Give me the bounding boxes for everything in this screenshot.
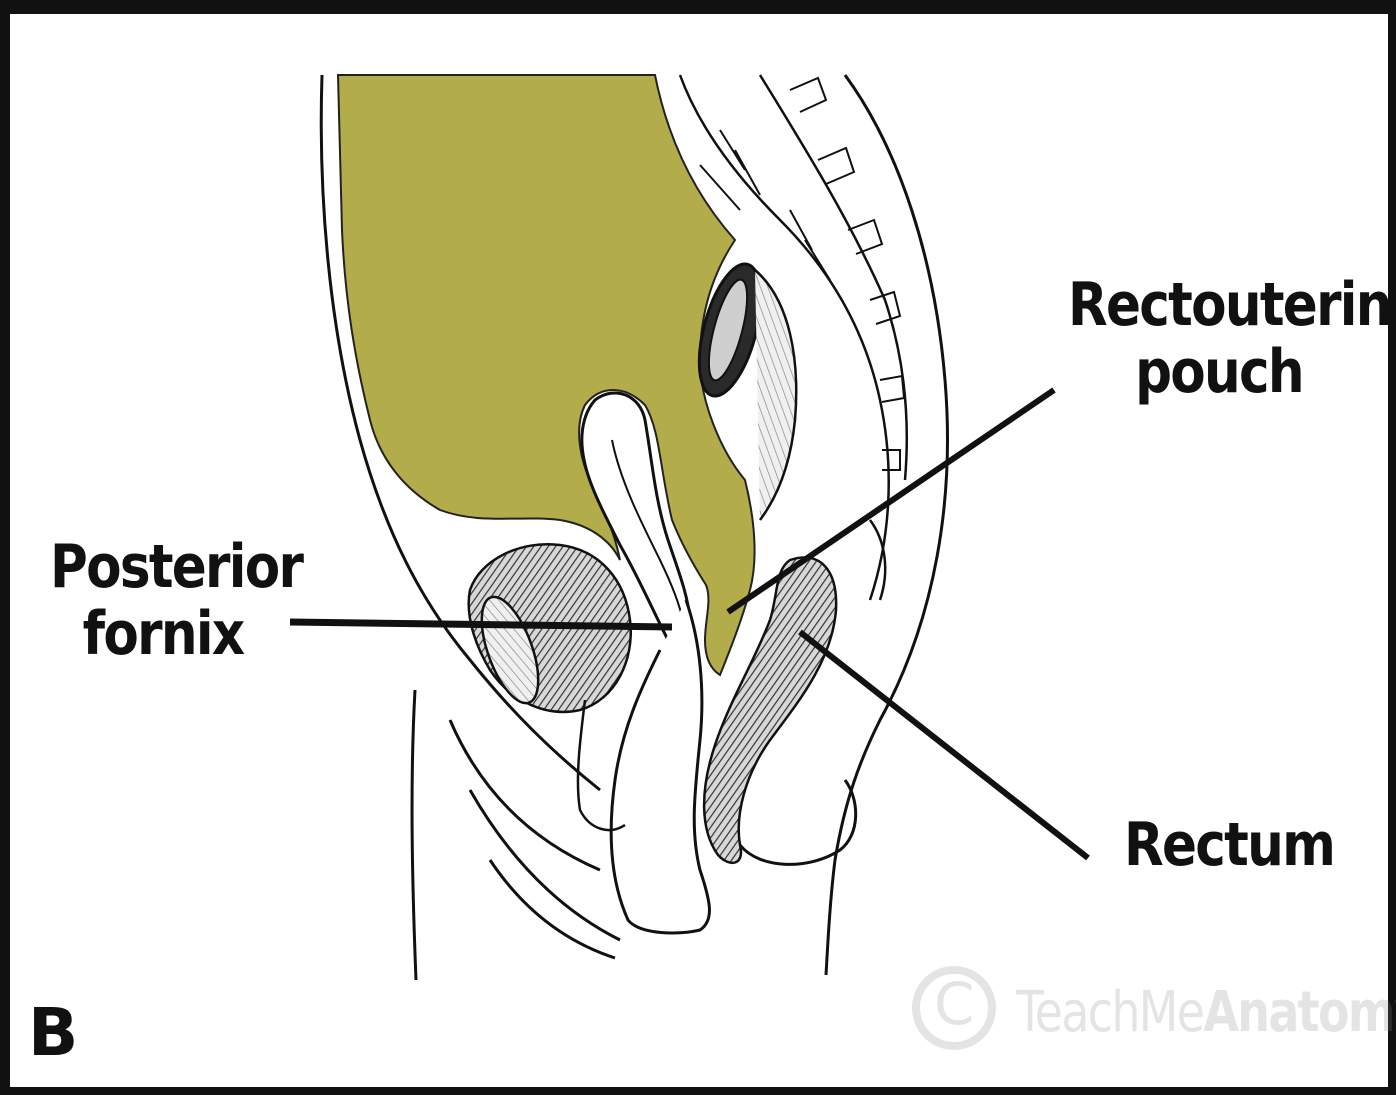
watermark-text-bold: Anatomy <box>1203 980 1396 1045</box>
posterior-fornix-label-line2: fornix <box>50 601 302 668</box>
anterior-wall-lower <box>412 690 416 980</box>
sacral-segment-1 <box>790 78 826 112</box>
teachmeanatomy-watermark: C TeachMeAnatomy <box>912 960 1382 1080</box>
panel-letter: B <box>28 1000 78 1066</box>
watermark-text-light: TeachMe <box>1016 980 1203 1045</box>
sacral-segment-3 <box>848 220 882 254</box>
perineum-curve-3 <box>490 860 615 958</box>
sigmoid-mesentery <box>755 270 796 520</box>
rectouterine-label-line2: pouch <box>1068 339 1396 406</box>
rectouterine-pouch-label: Rectouterine pouch <box>1068 272 1396 406</box>
sacral-segment-6 <box>882 450 900 470</box>
rectouterine-label-line1: Rectouterine <box>1068 272 1396 339</box>
coccyx <box>870 520 885 600</box>
rectum-label-text: Rectum <box>1124 812 1334 879</box>
rectum-label: Rectum <box>1124 812 1334 879</box>
watermark-text: TeachMeAnatomy <box>1016 980 1396 1045</box>
posterior-fornix-label-line1: Posterior <box>50 534 302 601</box>
watermark-symbol: C <box>934 970 975 1038</box>
anal-canal <box>740 780 856 864</box>
sacral-segment-4 <box>870 292 900 324</box>
sacral-segment-5 <box>880 376 904 402</box>
posterior-fornix-label: Posterior fornix <box>50 534 302 668</box>
posterior-fornix-pointer <box>290 622 672 627</box>
